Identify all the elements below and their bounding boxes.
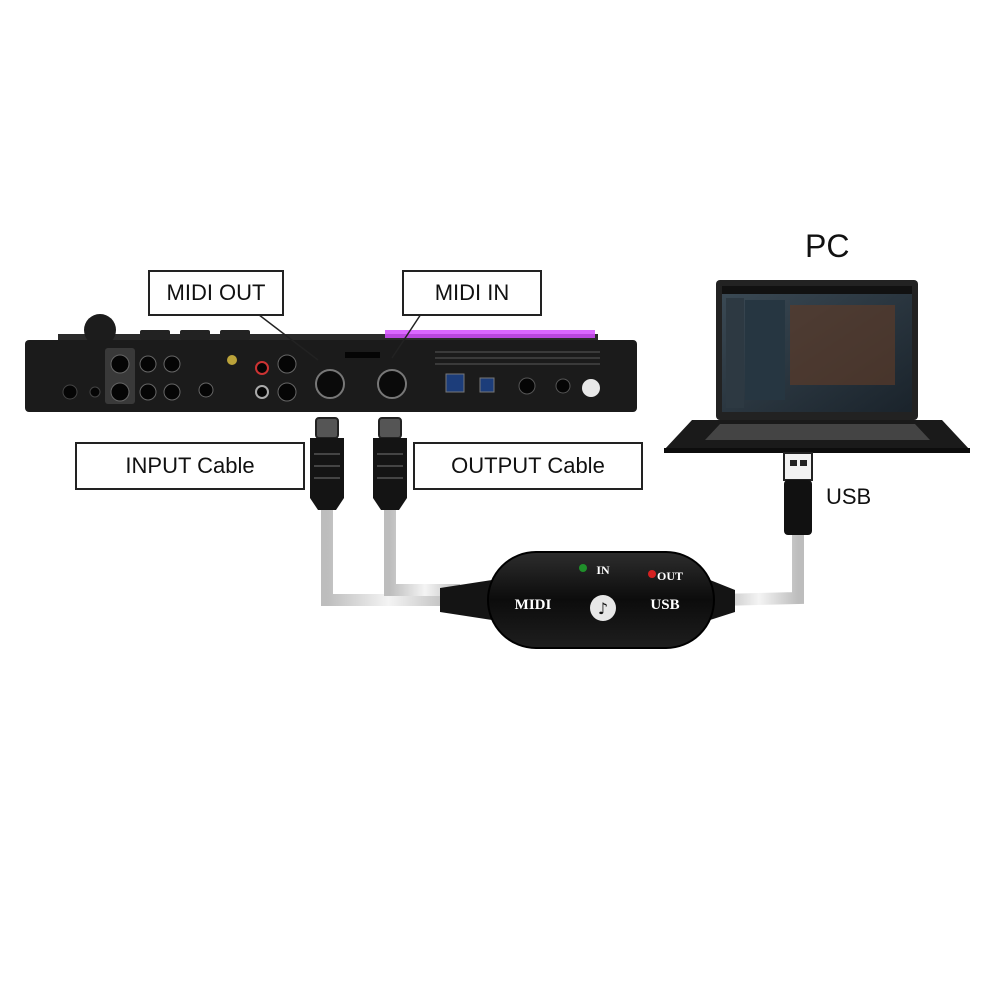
midi-in-label: MIDI IN (402, 270, 542, 316)
laptop-pc (664, 280, 970, 453)
adapter-usb-label: USB (650, 597, 679, 613)
midi-usb-adapter: ♪ MIDI USB IN OUT (440, 551, 735, 649)
midi-controller-device (25, 314, 637, 412)
midi-plug-input (310, 417, 344, 510)
in-led-icon (579, 564, 587, 572)
midi-plug-output (373, 417, 407, 510)
input-cable-label: INPUT Cable (75, 442, 305, 490)
adapter-out-label: OUT (657, 569, 683, 583)
power-button-icon (582, 379, 600, 397)
svg-text:♪: ♪ (598, 599, 608, 618)
music-note-logo-icon (590, 595, 616, 621)
midi-in-port-icon (377, 369, 407, 399)
out-led-icon (648, 570, 656, 578)
master-knob-icon (84, 314, 116, 346)
pad-glow (385, 330, 595, 338)
output-cable-label: OUTPUT Cable (413, 442, 643, 490)
midi-out-port-icon (315, 369, 345, 399)
pc-label: PC (805, 228, 850, 264)
adapter-in-label: IN (596, 563, 610, 577)
usb-plug (783, 452, 813, 535)
midi-out-label: MIDI OUT (148, 270, 284, 316)
adapter-midi-label: MIDI (515, 597, 552, 613)
usb-label: USB (826, 484, 872, 509)
